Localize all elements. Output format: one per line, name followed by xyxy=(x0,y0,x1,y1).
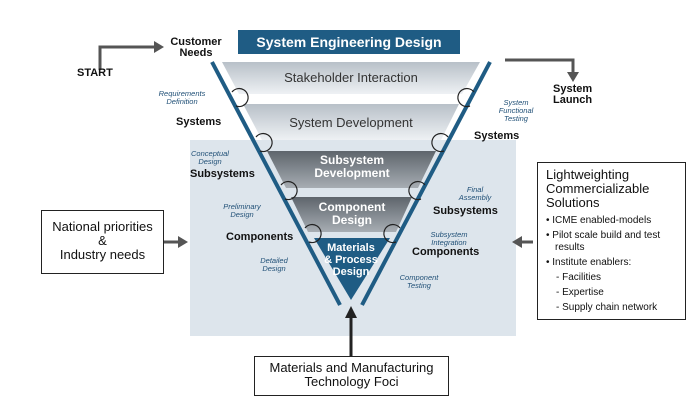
cycle-arrow-6 xyxy=(431,132,449,153)
band-label-component-design: Component Design xyxy=(318,200,386,227)
sub-list-item: - Supply chain network xyxy=(556,302,658,313)
requirements-definition-label: Requirements Definition xyxy=(158,89,206,106)
left-subsystems-label: Subsystems xyxy=(190,168,255,180)
system-launch-label: System Launch xyxy=(553,83,593,106)
cycle-arrow-7 xyxy=(408,180,426,201)
band-system-dev xyxy=(243,104,459,140)
right-components-label: Components xyxy=(412,246,480,258)
left-box-line3: Industry needs xyxy=(59,247,146,262)
solutions-title: Lightweighting Commercializable Solution… xyxy=(546,167,650,210)
bottom-up-arrowhead xyxy=(345,306,357,318)
launch-arrow xyxy=(505,58,575,72)
solutions-box: Lightweighting Commercializable Solution… xyxy=(537,162,686,320)
preliminary-design-label: Preliminary Design xyxy=(223,202,261,219)
bottom-box-line1: Materials and Manufacturing xyxy=(269,360,434,375)
list-item: • Pilot scale build and test results xyxy=(546,230,661,253)
left-box-line2: & xyxy=(98,233,107,248)
solutions-list: • ICME enabled-models • Pilot scale buil… xyxy=(546,215,685,314)
right-input-arrowhead xyxy=(512,236,522,248)
cycle-arrow-8 xyxy=(383,223,401,244)
band-stakeholder xyxy=(222,62,480,94)
band-label-subsystem-dev: Subsystem Development xyxy=(314,153,390,180)
detailed-design-label: Detailed Design xyxy=(260,256,288,273)
cycle-arrow-3 xyxy=(280,180,298,201)
subsystem-integration-label: Subsystem Integration xyxy=(430,230,468,247)
left-systems-label: Systems xyxy=(176,116,222,128)
customer-needs-label: Customer Needs xyxy=(170,36,222,59)
left-input-arrowhead xyxy=(178,236,188,248)
list-item: • Institute enablers: xyxy=(546,257,632,268)
technology-foci-box: Materials and Manufacturing Technology F… xyxy=(254,356,449,396)
start-label: START xyxy=(77,67,113,79)
cycle-arrow-4 xyxy=(304,223,322,244)
component-testing-label: Component Testing xyxy=(399,273,439,290)
launch-arrowhead xyxy=(567,72,579,82)
cycle-arrow-2 xyxy=(255,132,273,153)
band-subsystem-dev xyxy=(267,151,436,188)
sub-list-item: - Facilities xyxy=(556,272,602,283)
left-box-line1: National priorities xyxy=(52,219,153,234)
right-subsystems-label: Subsystems xyxy=(433,205,498,217)
diagram-title: System Engineering Design xyxy=(238,30,460,54)
left-edge xyxy=(210,61,342,306)
national-priorities-box: National priorities & Industry needs xyxy=(41,210,164,274)
band-label-stakeholder: Stakeholder Interaction xyxy=(284,70,418,85)
band-label-system-dev: System Development xyxy=(289,115,413,130)
bottom-box-line2: Technology Foci xyxy=(304,374,399,389)
band-materials-process xyxy=(314,238,390,300)
band-component-design xyxy=(291,197,412,232)
conceptual-design-label: Conceptual Design xyxy=(191,149,229,166)
cycle-arrow-5 xyxy=(457,87,475,108)
system-functional-testing-label: System Functional Testing xyxy=(498,98,534,123)
final-assembly-label: Final Assembly xyxy=(458,185,492,202)
right-edge xyxy=(360,61,492,306)
start-arrowhead xyxy=(154,41,164,53)
start-arrow xyxy=(98,45,154,70)
cycle-arrow-1 xyxy=(231,87,249,108)
sub-list-item: - Expertise xyxy=(556,287,604,298)
left-components-label: Components xyxy=(226,231,294,243)
band-label-materials-process: Materials & Process Design xyxy=(324,242,378,278)
right-systems-label: Systems xyxy=(474,130,520,142)
list-item: • ICME enabled-models xyxy=(546,215,652,226)
